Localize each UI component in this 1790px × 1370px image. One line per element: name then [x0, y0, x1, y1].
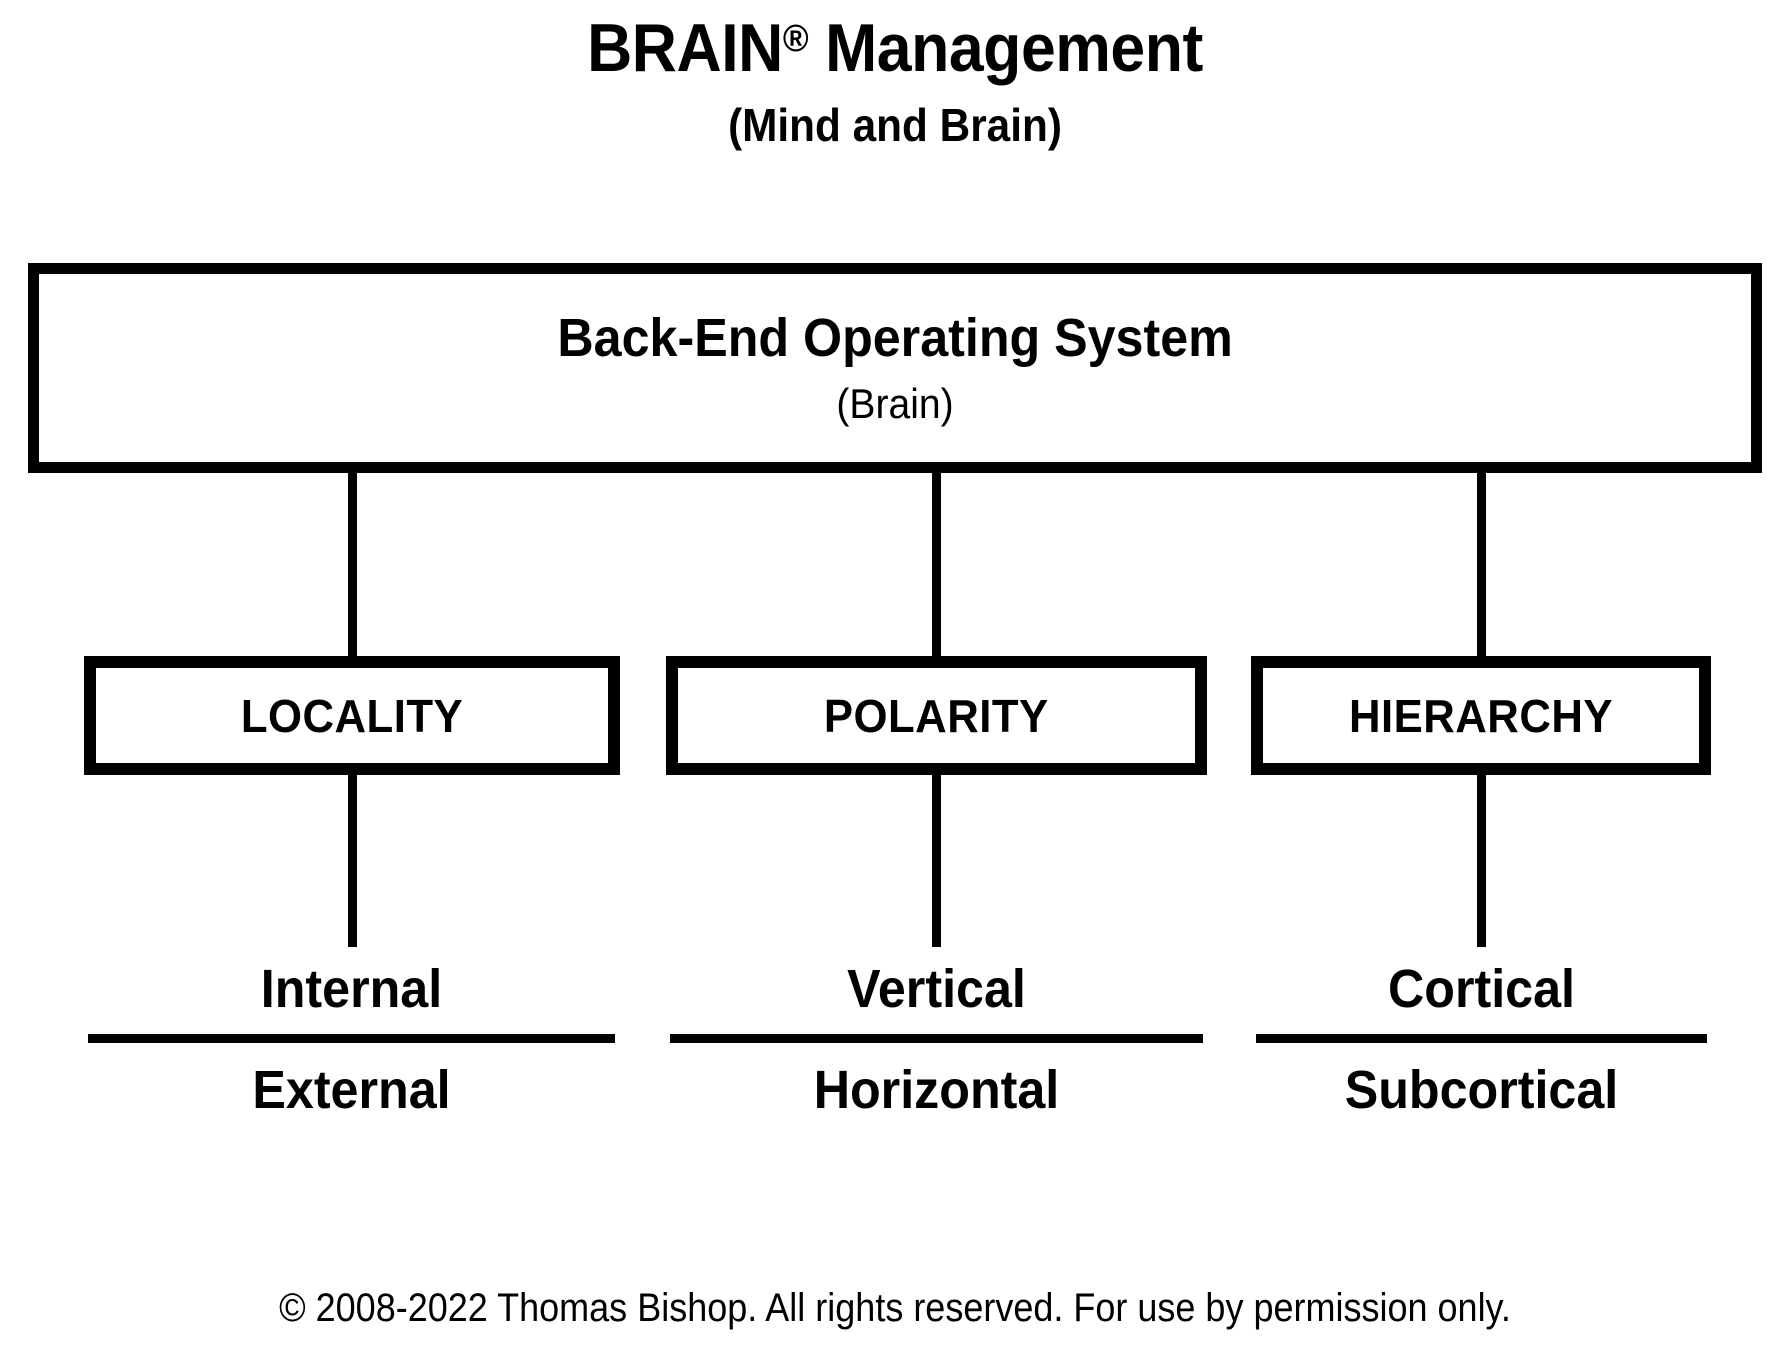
term-pair-polarity: Vertical Horizontal — [670, 962, 1203, 1117]
connector-hierarchy-to-terms — [1477, 771, 1486, 947]
connector-root-to-hierarchy — [1477, 466, 1486, 657]
term-subcortical: Subcortical — [1344, 1060, 1619, 1120]
term-divider-polarity — [670, 1034, 1203, 1043]
page-subtitle: (Mind and Brain) — [728, 99, 1062, 151]
page-title-brand: BRAIN — [587, 10, 783, 86]
registered-trademark-icon: ® — [782, 18, 809, 60]
category-label-hierarchy: HIERARCHY — [1348, 689, 1614, 742]
category-box-polarity: POLARITY — [666, 656, 1207, 775]
term-pair-locality: Internal External — [88, 962, 615, 1117]
category-label-polarity: POLARITY — [824, 689, 1049, 742]
connector-polarity-to-terms — [932, 771, 941, 947]
title-block: BRAIN® Management (Mind and Brain) — [0, 0, 1790, 148]
category-box-locality: LOCALITY — [84, 656, 620, 775]
page-title-rest: Management — [808, 10, 1203, 86]
term-horizontal: Horizontal — [813, 1060, 1060, 1120]
category-box-hierarchy: HIERARCHY — [1251, 656, 1711, 775]
footer: © 2008-2022 Thomas Bishop. All rights re… — [0, 1288, 1790, 1328]
copyright-notice: © 2008-2022 Thomas Bishop. All rights re… — [279, 1286, 1511, 1330]
root-box-subtitle: (Brain) — [836, 380, 954, 427]
root-box-title: Back-End Operating System — [557, 308, 1233, 368]
page-title: BRAIN® Management — [72, 14, 1719, 82]
connector-root-to-polarity — [932, 466, 941, 657]
category-label-locality: LOCALITY — [240, 689, 464, 742]
term-vertical: Vertical — [847, 959, 1026, 1019]
connector-root-to-locality — [348, 466, 357, 657]
term-pair-hierarchy: Cortical Subcortical — [1256, 962, 1707, 1117]
term-external: External — [252, 1060, 451, 1120]
term-divider-locality — [88, 1034, 615, 1043]
term-divider-hierarchy — [1256, 1034, 1707, 1043]
term-internal: Internal — [260, 959, 443, 1019]
term-cortical: Cortical — [1388, 959, 1575, 1019]
back-end-operating-system-box: Back-End Operating System (Brain) — [28, 263, 1762, 473]
connector-locality-to-terms — [348, 771, 357, 947]
